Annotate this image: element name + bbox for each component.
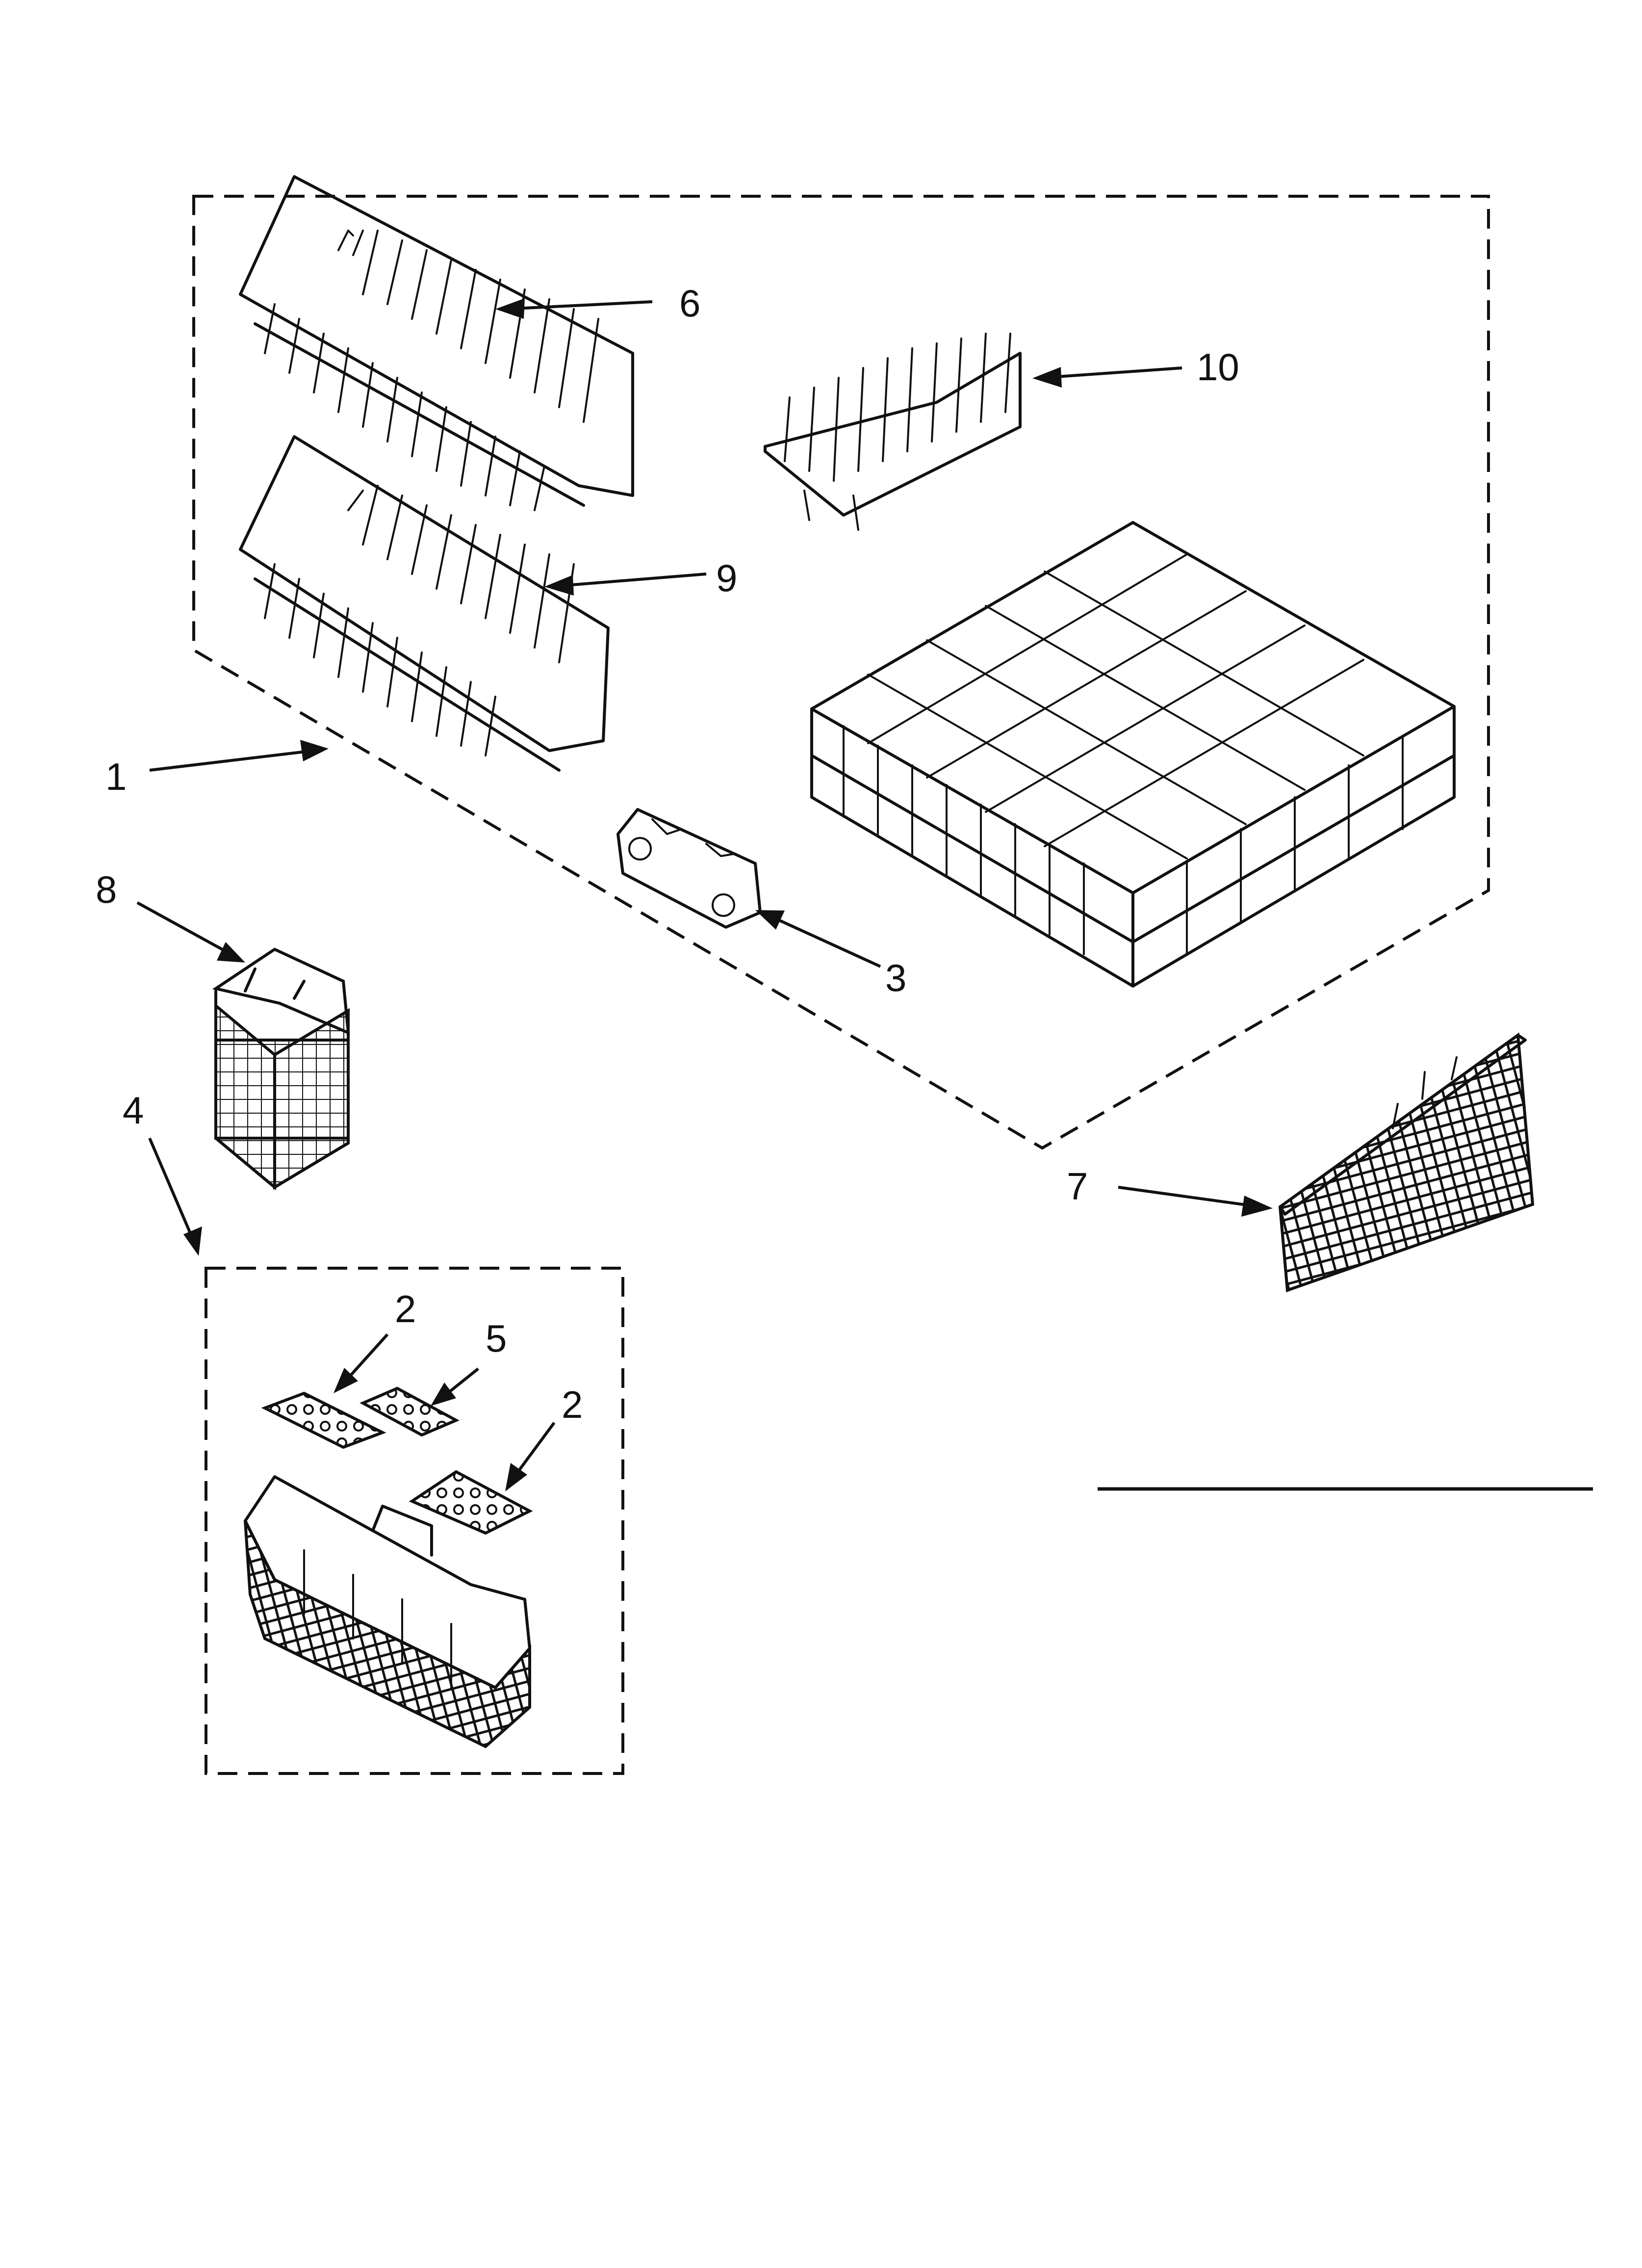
silverware-basket-8 — [212, 947, 350, 1191]
tine-row-6 — [239, 175, 634, 511]
callout-10: 10 — [1197, 345, 1239, 389]
callout-6: 6 — [679, 282, 700, 325]
callout-4: 4 — [123, 1089, 144, 1132]
rack-assembly-boundary — [192, 195, 1490, 1150]
callout-7: 7 — [1067, 1165, 1088, 1208]
callout-8: 8 — [96, 868, 117, 911]
basket-lid-2b — [409, 1470, 533, 1535]
tine-insert-10 — [764, 333, 1022, 531]
leader-lines — [136, 298, 1273, 1491]
lower-rack-basket — [810, 521, 1456, 988]
cutlery-basket-4 — [244, 1475, 531, 1748]
basket-lid-2a — [261, 1391, 386, 1449]
tine-row-9 — [239, 435, 610, 772]
callout-9: 9 — [716, 556, 737, 600]
rack-clip-3 — [616, 808, 762, 929]
callout-5: 5 — [486, 1317, 507, 1360]
basket-kit-boundary — [205, 1267, 624, 1775]
basket-lid-5 — [359, 1386, 460, 1437]
callout-2b: 2 — [562, 1383, 583, 1426]
callout-2a: 2 — [395, 1287, 416, 1330]
mesh-panel-7 — [1278, 1032, 1535, 1293]
callout-3: 3 — [885, 956, 906, 999]
callout-1: 1 — [105, 755, 127, 798]
